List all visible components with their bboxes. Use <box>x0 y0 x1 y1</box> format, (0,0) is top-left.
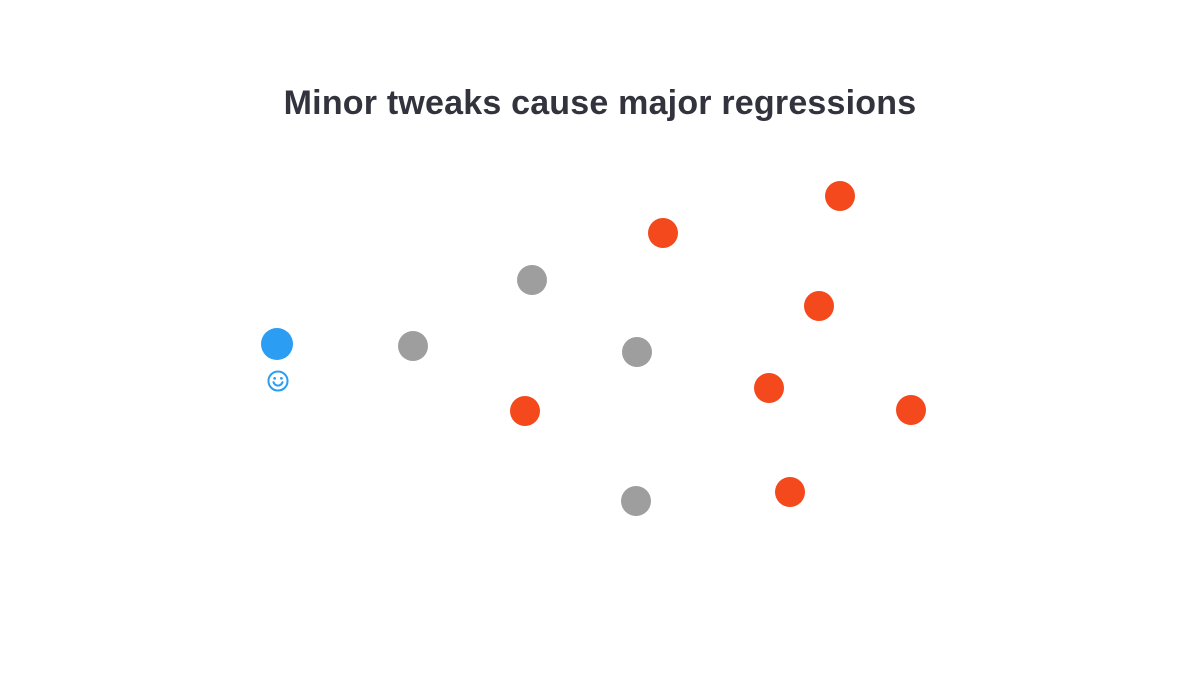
dot-orange-6 <box>896 395 926 425</box>
dot-orange-1 <box>510 396 540 426</box>
dot-orange-3 <box>825 181 855 211</box>
dot-blue-1 <box>261 328 293 360</box>
dot-gray-1 <box>398 331 428 361</box>
dot-gray-4 <box>621 486 651 516</box>
slide-title: Minor tweaks cause major regressions <box>283 84 917 122</box>
smiley-face-icon <box>267 370 289 392</box>
dot-orange-5 <box>754 373 784 403</box>
dot-orange-4 <box>804 291 834 321</box>
dot-orange-7 <box>775 477 805 507</box>
dot-orange-2 <box>648 218 678 248</box>
dot-gray-2 <box>517 265 547 295</box>
dot-gray-3 <box>622 337 652 367</box>
